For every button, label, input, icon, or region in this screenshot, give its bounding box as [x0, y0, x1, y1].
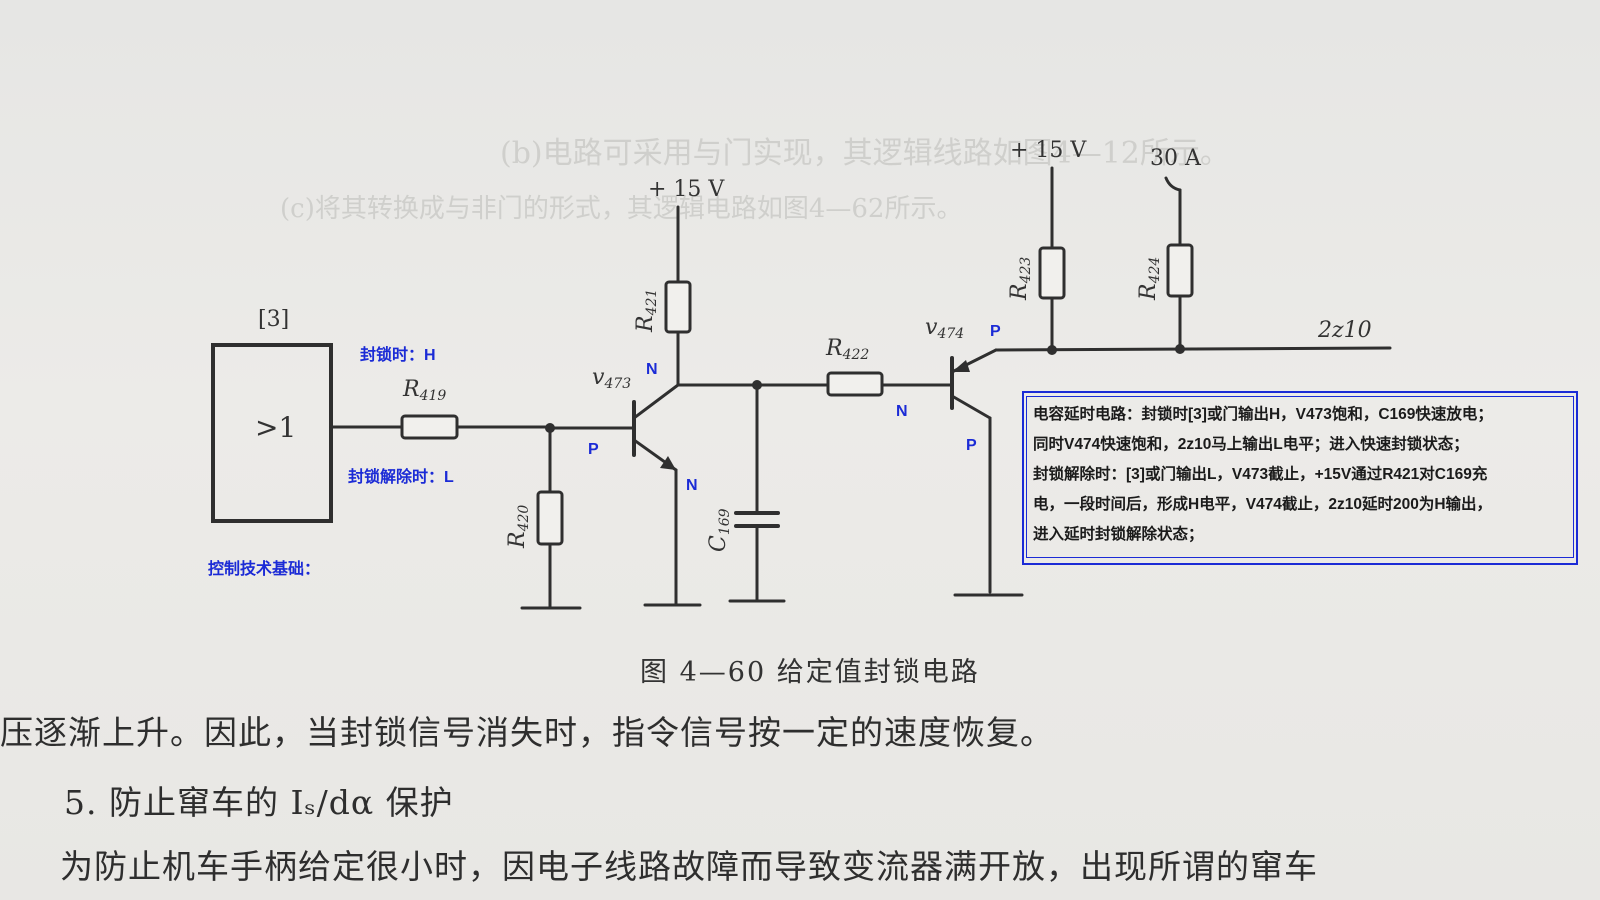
v474-label: v474 [925, 315, 964, 342]
resistor-r422 [826, 371, 884, 397]
v474-p-emitter: P [966, 437, 977, 454]
resistor-r419 [400, 414, 459, 440]
v474-n-base: N [896, 403, 908, 420]
c169-label: C169 [706, 508, 733, 552]
note-line: 封锁解除时：[3]或门输出L，V473截止，+15V通过R421对C169充 [1033, 466, 1488, 483]
figure-caption: 图 4—60 给定值封锁电路 [640, 657, 980, 688]
note-line: 进入延时封锁解除状态； [1033, 526, 1204, 543]
note-line: 电，一段时间后，形成H电平，V474截止，2z10延时200为H输出， [1033, 496, 1493, 513]
r422-label: R422 [825, 336, 869, 363]
v473-label: v473 [592, 365, 631, 392]
or-gate: [3] >1 [211, 307, 333, 523]
resistor-r421 [664, 280, 692, 334]
transistor-v474 [950, 348, 998, 420]
output-2z10-label: 2z10 [1317, 318, 1372, 343]
note-box-outer [1022, 391, 1578, 565]
body-text-line-1: 压逐渐上升。因此，当封锁信号消失时，指令信号按一定的速度恢复。 [0, 713, 1054, 752]
gate-symbol: >1 [255, 411, 296, 444]
annotation-unlock-l: 封锁解除时：L [348, 467, 454, 486]
note-line: 电容延时电路：封锁时[3]或门输出H，V473饱和，C169快速放电； [1033, 406, 1493, 423]
transistor-v473 [632, 383, 680, 472]
gate-ref-label: [3] [258, 307, 289, 332]
v473-p-base: P [588, 441, 599, 458]
note-line: 同时V474快速饱和，2z10马上输出L电平；进入快速封锁状态； [1033, 436, 1469, 453]
note-box-text: 电容延时电路：封锁时[3]或门输出H，V473饱和，C169快速放电； 同时V4… [1033, 400, 1569, 550]
bleed-through-line-b: (c)将其转换成与非门的形式，其逻辑电路如图4—62所示。 [280, 194, 963, 224]
annotation-lock-h: 封锁时：H [360, 345, 436, 364]
annotation-control-basis: 控制技术基础： [208, 559, 320, 578]
vcc1-label: + 15 V [648, 177, 725, 202]
resistor-r420 [536, 490, 564, 546]
r423-label: R423 [1007, 257, 1034, 301]
vcc2-label: + 15 V [1010, 138, 1087, 163]
note-box-inner [1026, 396, 1574, 558]
v473-n-top: N [646, 361, 658, 378]
resistor-r423 [1038, 246, 1066, 300]
current-30a-label: 30 A [1150, 146, 1202, 171]
resistor-r424 [1166, 243, 1194, 298]
wire-output-line [994, 346, 1392, 352]
r424-label: R424 [1136, 257, 1163, 301]
v474-p-top: P [990, 323, 1001, 340]
terminal-hook-30a [1164, 176, 1182, 192]
bleed-through-line-a: (b)电路可采用与门实现，其逻辑线路如图4—12所示。 [500, 136, 1230, 171]
body-text-line-2: 5. 防止窜车的 Iₛ/dα 保护 [64, 783, 454, 822]
r420-label: R420 [505, 505, 532, 549]
r419-label: R419 [402, 377, 446, 404]
v473-n-emitter: N [686, 477, 698, 494]
r421-label: R421 [633, 289, 660, 333]
body-text-line-3: 为防止机车手柄给定很小时，因电子线路故障而导致变流器满开放，出现所谓的窜车 [60, 847, 1318, 886]
